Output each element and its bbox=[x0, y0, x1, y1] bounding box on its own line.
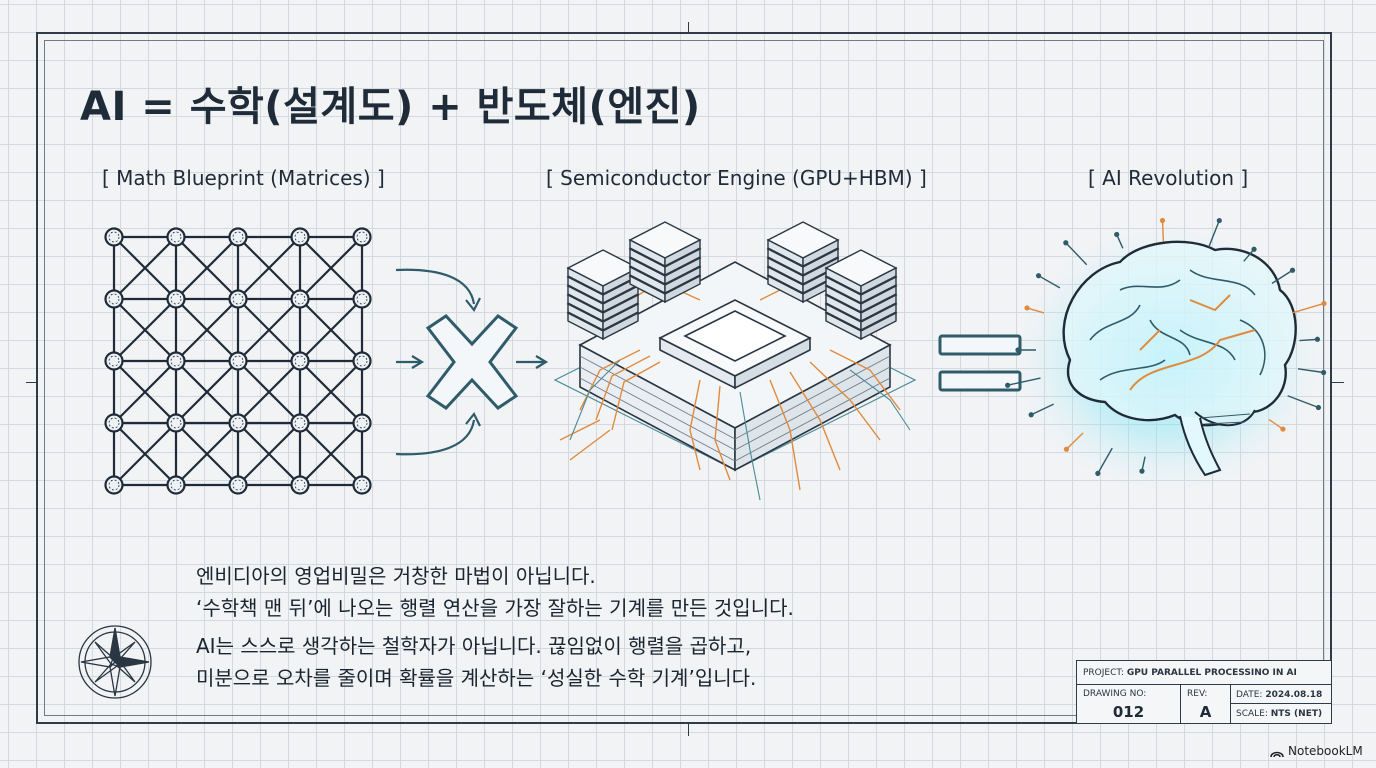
blueprint-frame bbox=[36, 32, 1332, 724]
matrix-node bbox=[290, 227, 310, 247]
compass-rose-icon bbox=[78, 625, 152, 699]
tb-scale-label: SCALE: bbox=[1236, 709, 1268, 719]
caption-line-4: 미분으로 오차를 줄이며 확률을 계산하는 ‘성실한 수학 기계’입니다. bbox=[196, 666, 757, 690]
matrix-node bbox=[228, 289, 248, 309]
tb-rev-label: REV: bbox=[1187, 689, 1208, 699]
tb-scale-value: NTS (NET) bbox=[1270, 709, 1323, 719]
matrix-node bbox=[352, 227, 372, 247]
matrix-node bbox=[228, 227, 248, 247]
tb-scale: SCALE: NTS (NET) bbox=[1231, 704, 1331, 723]
tb-drawing: DRAWING NO: 012 bbox=[1077, 685, 1181, 723]
multiply-icon bbox=[425, 314, 519, 410]
brain-icon bbox=[1005, 217, 1327, 490]
matrix-node bbox=[104, 413, 124, 433]
matrix-node bbox=[352, 289, 372, 309]
tb-drawing-label: DRAWING NO: bbox=[1083, 689, 1147, 699]
matrix-node bbox=[166, 351, 186, 371]
matrix-node bbox=[352, 351, 372, 371]
matrix-node bbox=[166, 289, 186, 309]
caption-line-2: ‘수학책 맨 뒤’에 나오는 행렬 연산을 가장 잘하는 기계를 만든 것입니다… bbox=[196, 596, 794, 620]
tb-date: DATE: 2024.08.18 bbox=[1231, 685, 1331, 704]
tb-right: DATE: 2024.08.18 SCALE: NTS (NET) bbox=[1231, 685, 1331, 723]
tb-rev: REV: A bbox=[1181, 685, 1231, 723]
equals-icon bbox=[938, 334, 1022, 392]
notebooklm-logo-icon bbox=[1270, 747, 1284, 757]
matrix-node bbox=[228, 413, 248, 433]
brand-label: NotebookLM bbox=[1288, 744, 1363, 758]
tb-date-label: DATE: bbox=[1236, 690, 1263, 700]
tb-rev-value: A bbox=[1199, 703, 1212, 721]
ai-revolution-label: [ AI Revolution ] bbox=[1088, 166, 1249, 190]
matrix-node bbox=[352, 475, 372, 495]
title-block: PROJECT: GPU PARALLEL PROCESSINO IN AI D… bbox=[1076, 660, 1332, 724]
tb-project-label: PROJECT: bbox=[1083, 668, 1124, 678]
matrix-node bbox=[290, 475, 310, 495]
caption-line-3: AI는 스스로 생각하는 철학자가 아닙니다. 끊임없이 행렬을 곱하고, bbox=[196, 634, 752, 658]
semiconductor-engine-label: [ Semiconductor Engine (GPU+HBM) ] bbox=[546, 166, 927, 190]
tb-date-value: 2024.08.18 bbox=[1265, 690, 1323, 700]
matrix-node bbox=[290, 289, 310, 309]
matrix-node bbox=[228, 475, 248, 495]
frame-tick-right bbox=[1332, 382, 1344, 383]
matrix-node bbox=[290, 413, 310, 433]
blueprint-inner-frame bbox=[44, 40, 1324, 716]
frame-tick-bottom bbox=[688, 724, 689, 736]
matrix-node bbox=[104, 475, 124, 495]
matrix-node bbox=[166, 227, 186, 247]
gpu-chip-icon bbox=[553, 221, 917, 501]
tb-project: PROJECT: GPU PARALLEL PROCESSINO IN AI bbox=[1077, 661, 1331, 685]
caption-line-1: 엔비디아의 영업비밀은 거창한 마법이 아닙니다. bbox=[196, 564, 596, 588]
frame-tick-left bbox=[26, 382, 38, 383]
matrix-node bbox=[166, 413, 186, 433]
matrix-node bbox=[104, 227, 124, 247]
tb-drawing-value: 012 bbox=[1112, 703, 1145, 721]
matrix-node bbox=[104, 351, 124, 371]
matrix-node bbox=[104, 289, 124, 309]
matrix-node bbox=[228, 351, 248, 371]
math-blueprint-label: [ Math Blueprint (Matrices) ] bbox=[102, 166, 385, 190]
notebooklm-brand: NotebookLM bbox=[1270, 744, 1363, 758]
frame-tick-top bbox=[688, 22, 689, 34]
matrix-node bbox=[290, 351, 310, 371]
matrix-node bbox=[352, 413, 372, 433]
matrix-grid-icon bbox=[104, 227, 372, 495]
page-title: AI = 수학(설계도) + 반도체(엔진) bbox=[80, 84, 701, 130]
arrows-to-multiply bbox=[395, 268, 549, 456]
matrix-node bbox=[166, 475, 186, 495]
tb-project-value: GPU PARALLEL PROCESSINO IN AI bbox=[1126, 668, 1297, 678]
